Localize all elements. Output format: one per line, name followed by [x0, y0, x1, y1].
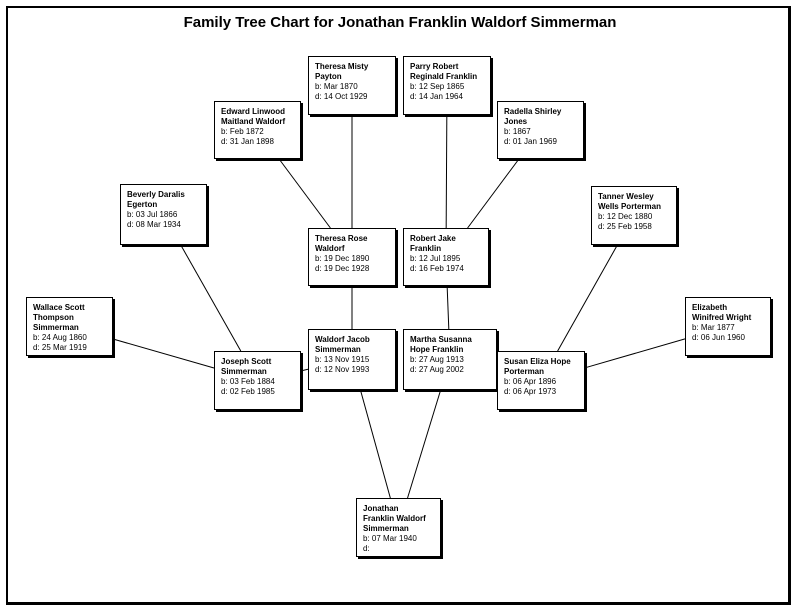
- connector-martha-to-robert-jake: [446, 285, 450, 330]
- connector-theresa-rose-to-edward: [278, 158, 331, 229]
- birth-date: b: 12 Dec 1880: [598, 212, 653, 221]
- birth-date: b: 06 Apr 1896: [504, 377, 557, 386]
- connector-jonathan-to-waldorf-jacob: [359, 389, 391, 499]
- connector-joseph-to-wallace: [112, 338, 215, 369]
- death-date: d: 16 Feb 1974: [410, 264, 464, 273]
- connector-jonathan-to-martha: [407, 389, 442, 499]
- death-date: d:: [363, 544, 370, 553]
- death-date: d: 14 Oct 1929: [315, 92, 368, 101]
- birth-date: b: 19 Dec 1890: [315, 254, 370, 263]
- chart-frame: [6, 6, 791, 605]
- chart-title: Family Tree Chart for Jonathan Franklin …: [183, 14, 617, 31]
- connector-susan-to-elizabeth: [584, 338, 686, 369]
- death-date: d: 01 Jan 1969: [504, 137, 557, 146]
- person-name: Martha Susanna Hope Franklin: [410, 335, 472, 354]
- birth-date: b: 03 Feb 1884: [221, 377, 275, 386]
- person-name: Wallace Scott Thompson Simmerman: [33, 303, 85, 332]
- person-name: Robert Jake Franklin: [410, 234, 456, 253]
- person-name: Theresa Rose Waldorf: [315, 234, 368, 253]
- death-date: d: 19 Dec 1928: [315, 264, 370, 273]
- death-date: d: 12 Nov 1993: [315, 365, 370, 374]
- connector-robert-jake-to-radella: [467, 158, 520, 229]
- person-name: Waldorf Jacob Simmerman: [315, 335, 370, 354]
- person-name: Joseph Scott Simmerman: [221, 357, 272, 376]
- birth-date: b: 1867: [504, 127, 531, 136]
- death-date: d: 25 Feb 1958: [598, 222, 652, 231]
- birth-date: b: 13 Nov 1915: [315, 355, 370, 364]
- birth-date: b: 12 Jul 1895: [410, 254, 461, 263]
- person-name: Susan Eliza Hope Porterman: [504, 357, 571, 376]
- death-date: d: 08 Mar 1934: [127, 220, 181, 229]
- death-date: d: 27 Aug 2002: [410, 365, 464, 374]
- death-date: d: 25 Mar 1919: [33, 343, 87, 352]
- connector-robert-jake-to-parry: [445, 114, 448, 229]
- birth-date: b: 27 Aug 1913: [410, 355, 464, 364]
- death-date: d: 06 Jun 1960: [692, 333, 745, 342]
- birth-date: b: 07 Mar 1940: [363, 534, 417, 543]
- death-date: d: 02 Feb 1985: [221, 387, 275, 396]
- person-name: Parry Robert Reginald Franklin: [410, 62, 478, 81]
- connector-waldorf-jacob-to-joseph: [300, 368, 309, 372]
- birth-date: b: 03 Jul 1866: [127, 210, 178, 219]
- birth-date: b: Feb 1872: [221, 127, 264, 136]
- person-name: Jonathan Franklin Waldorf Simmerman: [363, 504, 426, 533]
- person-name: Edward Linwood Maitland Waldorf: [221, 107, 286, 126]
- birth-date: b: Mar 1870: [315, 82, 358, 91]
- death-date: d: 14 Jan 1964: [410, 92, 463, 101]
- connector-joseph-to-beverly: [180, 244, 242, 352]
- birth-date: b: Mar 1877: [692, 323, 735, 332]
- death-date: d: 31 Jan 1898: [221, 137, 274, 146]
- person-name: Theresa Misty Payton: [315, 62, 369, 81]
- person-name: Beverly Daralis Egerton: [127, 190, 185, 209]
- death-date: d: 06 Apr 1973: [504, 387, 557, 396]
- birth-date: b: 24 Aug 1860: [33, 333, 87, 342]
- birth-date: b: 12 Sep 1865: [410, 82, 465, 91]
- connector-susan-to-tanner: [557, 244, 618, 352]
- person-name: Elizabeth Winifred Wright: [692, 303, 752, 322]
- person-name: Tanner Wesley Wells Porterman: [598, 192, 661, 211]
- person-name: Radella Shirley Jones: [504, 107, 562, 126]
